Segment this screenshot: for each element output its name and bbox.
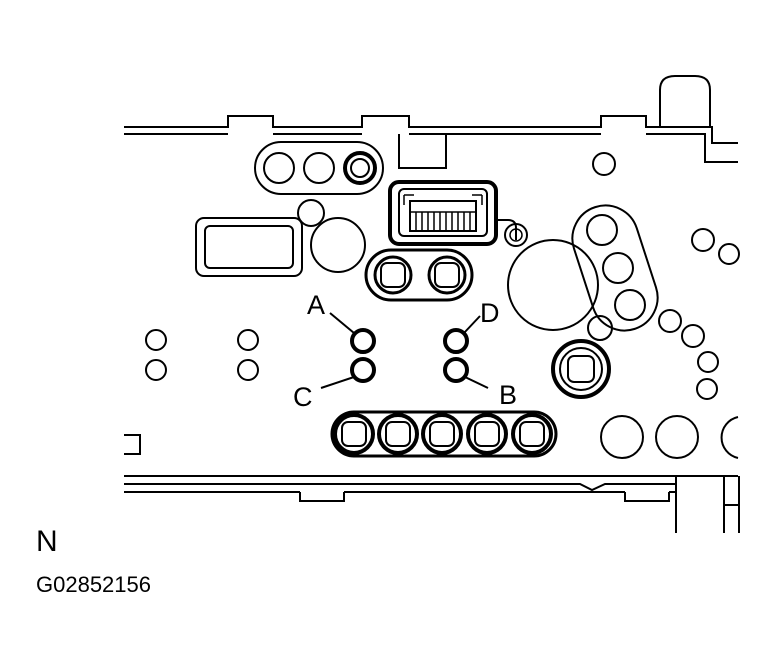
leader-c — [320, 376, 355, 389]
test-terminals — [350, 328, 469, 383]
double-terminal-pair — [364, 248, 474, 302]
leader-b — [464, 376, 489, 389]
callout-label-c: C — [293, 382, 313, 412]
top-tab — [398, 134, 447, 169]
panel-outline — [124, 75, 740, 533]
figure-code: G02852156 — [36, 572, 151, 597]
callout-label-a: A — [307, 290, 325, 320]
terminal-b — [443, 357, 469, 383]
right-vertical-cluster — [571, 204, 659, 332]
lower-right-openings — [600, 415, 739, 459]
five-terminal-strip — [330, 410, 558, 458]
callout-leaders — [320, 312, 489, 389]
boss-terminal — [551, 339, 611, 399]
leader-a — [329, 312, 355, 334]
connector-socket — [388, 180, 528, 247]
callout-label-d: D — [480, 298, 500, 328]
large-openings — [297, 152, 616, 331]
top-hole-cluster — [254, 141, 384, 195]
leader-d — [463, 315, 481, 334]
terminal-d — [443, 328, 469, 354]
view-label: N — [36, 525, 58, 558]
terminal-c — [350, 357, 376, 383]
rectangular-window — [195, 217, 303, 277]
small-holes — [145, 228, 740, 400]
callout-label-b: B — [499, 380, 517, 410]
terminal-a — [350, 328, 376, 354]
